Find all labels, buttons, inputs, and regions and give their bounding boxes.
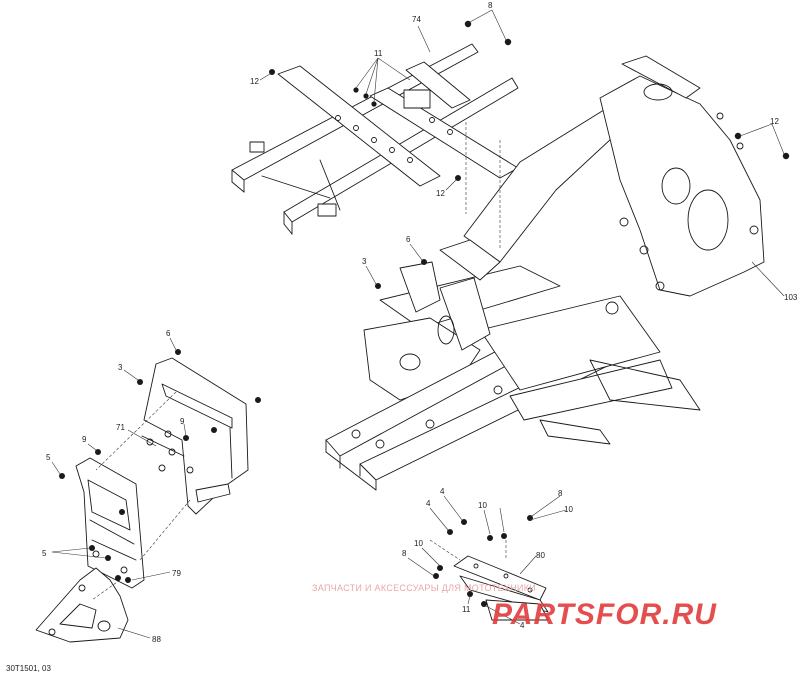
callout-11: 11 (374, 49, 383, 58)
callout-3: 3 (362, 257, 367, 266)
callout-12: 12 (770, 117, 779, 126)
rear-upper-frame-74 (231, 43, 519, 235)
callout-3: 3 (118, 363, 123, 372)
callout-71: 71 (116, 423, 125, 432)
leader-lines (51, 9, 785, 639)
callout-4: 4 (520, 621, 525, 630)
assembly-dash-lines (91, 122, 507, 601)
callout-6: 6 (406, 235, 411, 244)
callout-88: 88 (152, 635, 161, 644)
callout-8: 8 (558, 489, 563, 498)
bracket-71 (141, 357, 249, 515)
callout-12: 12 (436, 189, 445, 198)
plate-79 (75, 457, 145, 589)
callout-labels: 74 8 11 12 12 12 103 6 3 6 3 71 9 9 5 5 … (42, 1, 798, 644)
callout-4: 4 (440, 487, 445, 496)
callout-5: 5 (42, 549, 47, 558)
callout-6: 6 (166, 329, 171, 338)
callout-9: 9 (180, 417, 185, 426)
callout-103: 103 (784, 293, 798, 302)
callout-80: 80 (536, 551, 545, 560)
callout-8: 8 (488, 1, 493, 10)
watermark-logo: PARTSFOR.RU (492, 598, 717, 631)
callout-10: 10 (478, 501, 487, 510)
callout-8: 8 (402, 549, 407, 558)
callout-11: 11 (462, 605, 471, 614)
callout-4: 4 (426, 499, 431, 508)
lower-bracket-88 (35, 567, 129, 643)
hardware (59, 20, 790, 607)
callout-12: 12 (250, 77, 259, 86)
diagram-reference-code: 30T1501, 03 (6, 664, 51, 673)
foot-rail-80 (453, 555, 549, 621)
callout-79: 79 (172, 569, 181, 578)
main-frame-103 (325, 55, 765, 491)
callout-10: 10 (414, 539, 423, 548)
callout-5: 5 (46, 453, 51, 462)
callout-74: 74 (412, 15, 421, 24)
callout-9: 9 (82, 435, 87, 444)
callout-10: 10 (564, 505, 573, 514)
watermark-subtitle: ЗАПЧАСТИ И АКСЕССУАРЫ ДЛЯ МОТОТЕХНИКИ (312, 583, 537, 593)
